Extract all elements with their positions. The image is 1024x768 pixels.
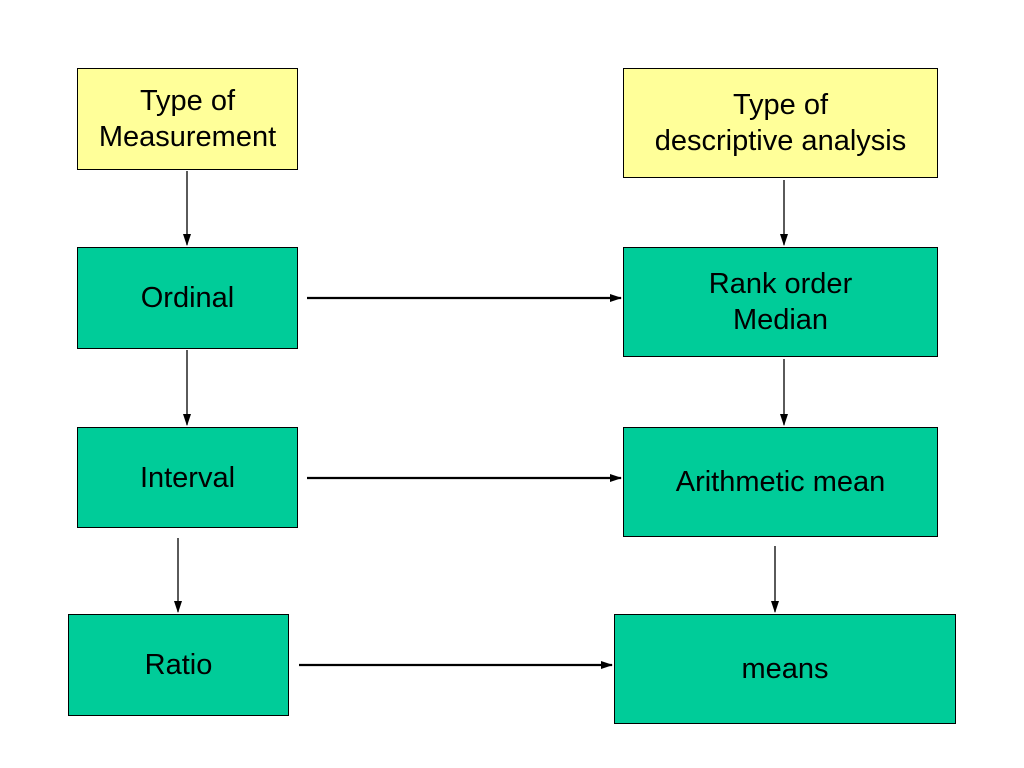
arithmetic-mean-label: Arithmetic mean xyxy=(675,466,886,498)
ratio-label: Ratio xyxy=(144,649,213,681)
median-label: Median xyxy=(732,304,829,336)
analysis-type-header-line1: Type of xyxy=(732,89,829,121)
means-label: means xyxy=(741,653,829,685)
measurement-type-header: Type of Measurement xyxy=(77,68,298,170)
measurement-type-header-line2: Measurement xyxy=(98,121,277,153)
analysis-type-header: Type of descriptive analysis xyxy=(623,68,938,178)
ratio-node: Ratio xyxy=(68,614,289,716)
analysis-type-header-line2: descriptive analysis xyxy=(654,125,907,157)
ordinal-label: Ordinal xyxy=(140,282,235,314)
rank-order-label: Rank order xyxy=(708,268,853,300)
interval-node: Interval xyxy=(77,427,298,528)
interval-label: Interval xyxy=(139,461,236,494)
means-node: means xyxy=(614,614,956,724)
rank-order-median-node: Rank order Median xyxy=(623,247,938,357)
measurement-type-header-line1: Type of xyxy=(139,85,236,117)
arithmetic-mean-node: Arithmetic mean xyxy=(623,427,938,537)
ordinal-node: Ordinal xyxy=(77,247,298,349)
